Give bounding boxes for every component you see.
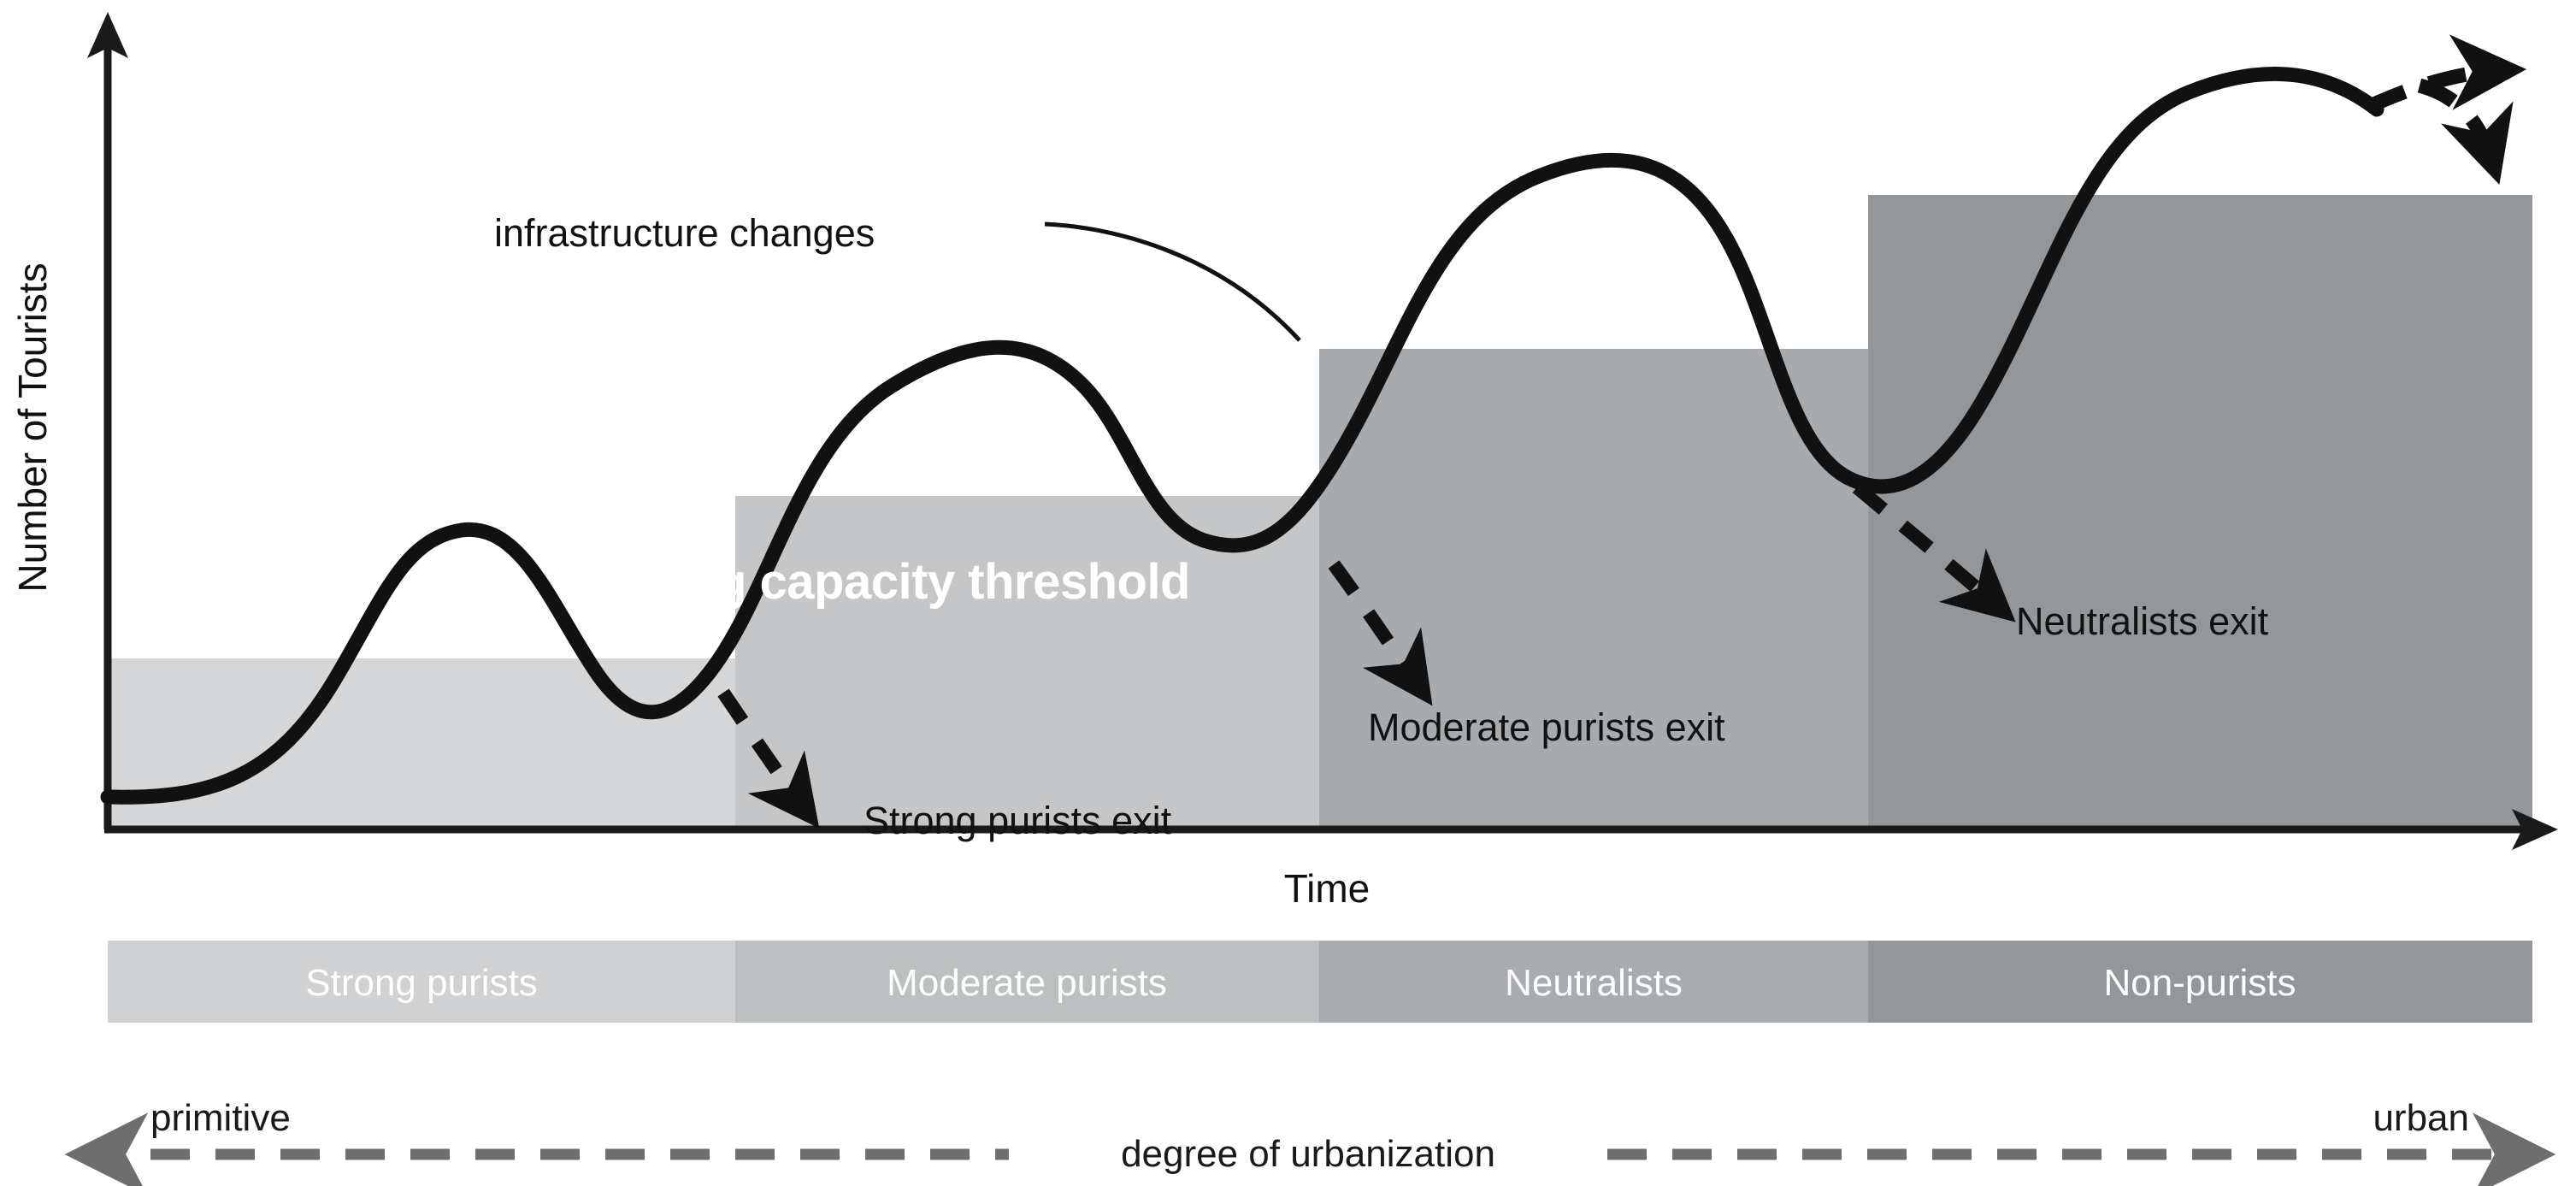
urbanization-urban-label: urban: [2373, 1097, 2469, 1139]
strong-purists-exit-arrow: [717, 688, 820, 829]
neutralists-exit-label: Neutralists exit: [2016, 599, 2269, 643]
step-block-neutralists: [1319, 349, 1868, 829]
legend-label-non-purists: Non-purists: [2104, 962, 2296, 1004]
legend-cell-neutralists[interactable]: [1319, 941, 1868, 1023]
strong-purists-exit-label: Strong purists exit: [864, 799, 1172, 842]
infrastructure-changes-label: infrastructure changes: [494, 211, 875, 255]
legend-label-neutralists: Neutralists: [1505, 962, 1683, 1004]
x-axis-title: Time: [1284, 866, 1371, 911]
legend-label-strong-purists: Strong purists: [305, 962, 537, 1004]
y-axis-title: Number of Tourists: [10, 263, 55, 592]
legend-cell-moderate-purists[interactable]: [735, 941, 1319, 1023]
y-axis-arrowhead: [87, 12, 128, 58]
dashed-branch-up: [2367, 34, 2527, 113]
moderate-purists-exit-label: Moderate purists exit: [1368, 705, 1725, 749]
tourist-curve-main: [100, 67, 2384, 805]
urbanization-scale: primitive degree of urbanization urban: [64, 1097, 2556, 1186]
step-block-strong-purists: [108, 658, 735, 829]
urbanization-center-label: degree of urbanization: [1121, 1133, 1495, 1175]
step-block-non-purists: [1868, 195, 2532, 829]
legend-label-moderate-purists: Moderate purists: [887, 962, 1167, 1004]
moderate-purists-exit-arrow: [1328, 560, 1433, 706]
neutralists-exit-arrow: [1852, 481, 2016, 623]
urbanization-primitive-label: primitive: [150, 1097, 291, 1139]
x-axis-arrowhead: [2512, 809, 2558, 850]
infrastructure-leader-line: [1044, 221, 1301, 342]
step-blocks: [108, 195, 2532, 829]
carrying-capacity-threshold-label: carrying capacity threshold: [554, 554, 1190, 610]
legend-cell-strong-purists[interactable]: [108, 941, 735, 1023]
legend-band: Strong purists Moderate purists Neutrali…: [108, 941, 2532, 1023]
legend-cell-non-purists[interactable]: [1868, 941, 2532, 1023]
dashed-branch-down: [2417, 78, 2514, 185]
axes: [87, 12, 2558, 850]
